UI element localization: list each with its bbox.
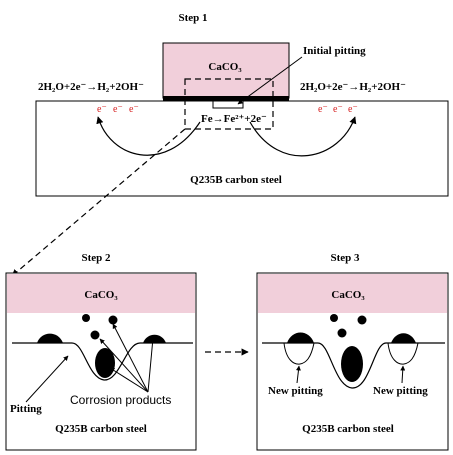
step1-panel: Step 1 CaCO₃ Initial pitting 2H₂O+2e⁻→H₂…	[35, 12, 449, 197]
step2-product-particle-3	[90, 330, 100, 340]
step2-steel-surface	[12, 342, 193, 381]
step2-product-particle-2	[108, 315, 118, 325]
electron-flow-arrow-right	[249, 116, 357, 157]
step3-new-pitting-left-pointer	[295, 365, 301, 384]
step2-panel: Step 2 CaCO₃ Pitting Corrosion products …	[5, 252, 197, 451]
step2-product-left-mound	[37, 333, 63, 343]
step1-interface-film	[163, 96, 289, 101]
step3-caco3-label: CaCO₃	[331, 289, 365, 301]
corrosion-pointer-3	[109, 367, 149, 393]
step3-caco3-layer	[258, 274, 447, 313]
corrosion-pointer-2	[99, 338, 149, 393]
step2-pitting-pointer	[25, 355, 69, 403]
step3-product-particle-2	[357, 315, 367, 325]
step2-corrosion-products-label: Corrosion products	[70, 393, 171, 407]
step3-new-pit-left	[283, 342, 315, 365]
step3-product-in-pit	[341, 346, 363, 382]
step2-pitting-label: Pitting	[10, 403, 42, 415]
right-cathodic-reaction: 2H₂O+2e⁻→H₂+2OH⁻	[300, 81, 406, 93]
step3-product-particle-1	[330, 314, 338, 322]
electron-left-2: e⁻	[113, 104, 123, 115]
step3-product-particle-3	[337, 328, 347, 338]
step3-substrate-label: Q235B carbon steel	[302, 423, 394, 435]
step3-steel-surface	[262, 342, 445, 389]
electron-right-2: e⁻	[333, 104, 343, 115]
step3-panel: Step 3 CaCO₃ New pitting New pitting Q23…	[256, 252, 449, 451]
electron-left-1: e⁻	[97, 104, 107, 115]
step3-new-pitting-right-label: New pitting	[373, 385, 428, 397]
step2-caco3-layer	[7, 274, 195, 313]
step1-title: Step 1	[178, 12, 207, 24]
left-cathodic-reaction: 2H₂O+2e⁻→H₂+2OH⁻	[38, 81, 144, 93]
anodic-reaction: Fe→Fe²⁺+2e⁻	[201, 113, 267, 125]
electron-flow-arrow-left	[96, 116, 201, 156]
step3-new-pitting-right-pointer	[400, 365, 406, 384]
step3-new-pitting-left-label: New pitting	[268, 385, 323, 397]
step3-product-left-mound	[287, 332, 314, 343]
step2-title: Step 2	[81, 252, 111, 264]
corrosion-pointer-1	[112, 323, 149, 393]
step1-steel-substrate	[35, 100, 449, 197]
step2-caco3-label: CaCO₃	[84, 289, 118, 301]
initial-pitting-pointer	[237, 56, 303, 105]
step2-product-particle-1	[82, 314, 90, 322]
zoom-arrow-step1-to-step2	[11, 128, 186, 277]
step1-caco3-layer	[162, 42, 290, 99]
step3-title: Step 3	[330, 252, 360, 264]
step1-initial-pit	[212, 100, 244, 109]
step1-substrate-label: Q235B carbon steel	[190, 174, 282, 186]
step2-substrate-label: Q235B carbon steel	[55, 423, 147, 435]
electron-right-3: e⁻	[348, 104, 358, 115]
electron-right-1: e⁻	[318, 104, 328, 115]
corrosion-pointer-4	[147, 337, 156, 393]
electron-left-3: e⁻	[129, 104, 139, 115]
step1-zoom-box	[184, 78, 274, 130]
initial-pitting-label: Initial pitting	[303, 45, 366, 57]
step1-caco3-label: CaCO₃	[208, 61, 242, 73]
step3-new-pit-right	[387, 342, 419, 365]
step3-product-right-mound	[391, 333, 416, 343]
